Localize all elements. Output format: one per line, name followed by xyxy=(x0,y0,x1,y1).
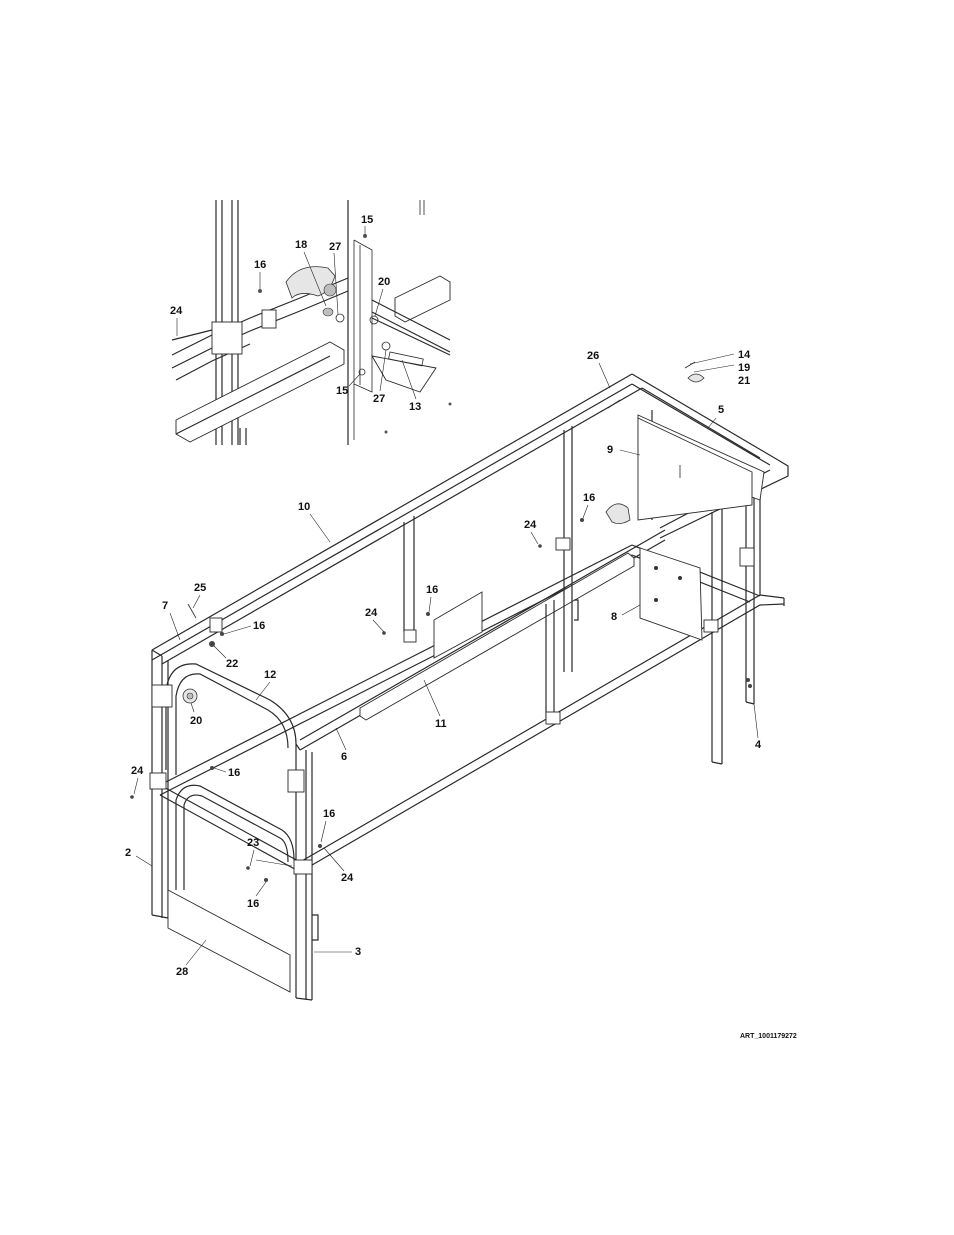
callout-25: 25 xyxy=(194,582,206,594)
callout-16: 16 xyxy=(254,259,266,271)
art-id-label: ART_1001179272 xyxy=(740,1033,797,1040)
callout-8: 8 xyxy=(611,611,617,623)
callout-20: 20 xyxy=(190,715,202,727)
callout-16: 16 xyxy=(426,584,438,596)
callout-5: 5 xyxy=(718,404,724,416)
callout-6: 6 xyxy=(341,751,347,763)
callout-23: 23 xyxy=(247,837,259,849)
callout-15: 15 xyxy=(336,385,348,397)
callout-16: 16 xyxy=(228,767,240,779)
callout-22: 22 xyxy=(226,658,238,670)
callout-19: 19 xyxy=(738,362,750,374)
detail-inset: 15 27 18 16 20 24 15 27 13 xyxy=(170,200,452,445)
callout-15: 15 xyxy=(361,214,373,226)
callout-12: 12 xyxy=(264,669,276,681)
callout-7: 7 xyxy=(162,600,168,612)
callout-16: 16 xyxy=(323,808,335,820)
callout-24: 24 xyxy=(524,519,537,531)
callout-16: 16 xyxy=(247,898,259,910)
callout-24: 24 xyxy=(365,607,378,619)
callout-24: 24 xyxy=(341,872,354,884)
callout-18: 18 xyxy=(295,239,307,251)
callout-16: 16 xyxy=(253,620,265,632)
callout-24: 24 xyxy=(131,765,144,777)
callout-21: 21 xyxy=(738,375,750,387)
callout-10: 10 xyxy=(298,501,310,513)
callout-27: 27 xyxy=(373,393,385,405)
callout-24: 24 xyxy=(170,305,183,317)
callout-28: 28 xyxy=(176,966,188,978)
callout-20: 20 xyxy=(378,276,390,288)
callout-9: 9 xyxy=(607,444,613,456)
platform-assembly: 26 14 19 21 5 9 10 16 24 16 24 25 7 16 2… xyxy=(125,349,789,1001)
callout-13: 13 xyxy=(409,401,421,413)
callout-11: 11 xyxy=(435,718,447,730)
callout-16: 16 xyxy=(583,492,595,504)
callout-27: 27 xyxy=(329,241,341,253)
callout-3: 3 xyxy=(355,946,361,958)
callout-2: 2 xyxy=(125,847,131,859)
callout-14: 14 xyxy=(738,349,751,361)
callout-26: 26 xyxy=(587,350,599,362)
callout-4: 4 xyxy=(755,739,762,751)
